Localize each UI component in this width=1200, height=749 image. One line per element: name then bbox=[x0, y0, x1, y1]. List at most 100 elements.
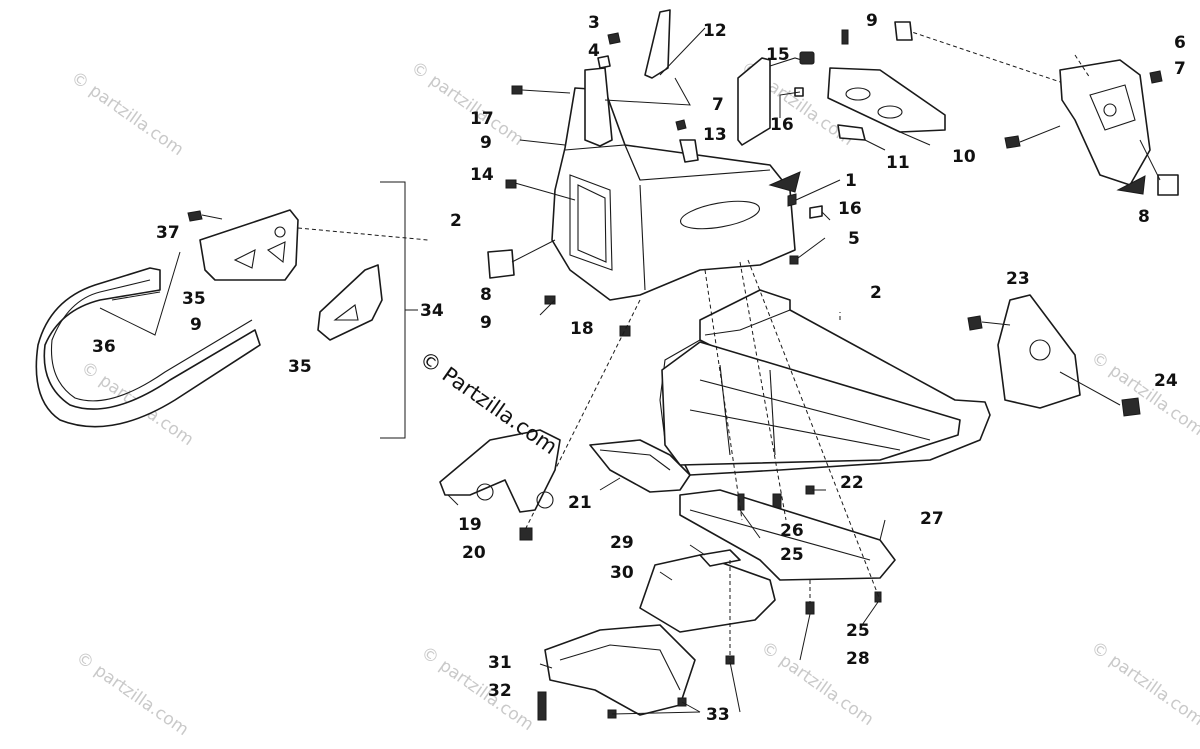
callout-1: 1 bbox=[845, 171, 857, 191]
callout-7: 7 bbox=[712, 95, 724, 115]
callout-14: 14 bbox=[470, 165, 494, 185]
callout-16: 16 bbox=[838, 199, 862, 219]
watermark-tile: © partzilla.com bbox=[407, 58, 527, 150]
callout-34: 34 bbox=[420, 301, 444, 321]
nut-7-right bbox=[1149, 70, 1163, 84]
callout-26: 26 bbox=[780, 521, 804, 541]
front-frame-assembly bbox=[439, 259, 1141, 721]
clip-16-right bbox=[809, 205, 823, 219]
screw-3 bbox=[607, 32, 621, 45]
callout-17: 17 bbox=[470, 109, 494, 129]
callout-2: 2 bbox=[450, 211, 462, 231]
watermark-tile: © partzilla.com bbox=[67, 68, 187, 160]
callout-2: 2 bbox=[870, 283, 882, 303]
callout-9: 9 bbox=[480, 133, 492, 153]
connector-15 bbox=[799, 51, 815, 65]
nut-20 bbox=[519, 527, 533, 541]
spindle-21 bbox=[589, 439, 691, 493]
bolt-24 bbox=[1121, 397, 1141, 417]
callout-35: 35 bbox=[182, 289, 206, 309]
arrow-marker-right bbox=[1116, 175, 1146, 195]
bolt-17 bbox=[511, 85, 523, 95]
callout-28: 28 bbox=[846, 649, 870, 669]
callout-9: 9 bbox=[866, 11, 878, 31]
bolt-18 bbox=[619, 325, 631, 337]
skid-plate-27 bbox=[679, 489, 896, 581]
bumper-bracket-upper bbox=[199, 209, 299, 281]
clip-1 bbox=[787, 193, 797, 207]
right-bracket-assembly bbox=[894, 21, 1179, 196]
bracket-6 bbox=[1059, 59, 1151, 186]
assembly-bracket-34 bbox=[380, 181, 406, 439]
screw-14 bbox=[505, 179, 517, 189]
callout-25: 25 bbox=[780, 545, 804, 565]
callout-31: 31 bbox=[488, 653, 512, 673]
callout-11: 11 bbox=[886, 153, 910, 173]
guard-31 bbox=[544, 624, 696, 716]
bulkhead-assembly bbox=[487, 9, 946, 337]
callout-37: 37 bbox=[156, 223, 180, 243]
bumper-bracket-lower bbox=[317, 264, 383, 341]
callout-21: 21 bbox=[568, 493, 592, 513]
plate-10 bbox=[827, 67, 946, 133]
frame-crossmember bbox=[661, 341, 961, 466]
mount-plate-12 bbox=[644, 9, 671, 79]
callout-7: 7 bbox=[1174, 59, 1186, 79]
harness-15 bbox=[737, 57, 771, 146]
callout-3: 3 bbox=[588, 13, 600, 33]
callout-9: 9 bbox=[190, 315, 202, 335]
bumper-8-right bbox=[1157, 174, 1179, 196]
front-bumper bbox=[35, 267, 261, 428]
callout-5: 5 bbox=[848, 229, 860, 249]
callout-36: 36 bbox=[92, 337, 116, 357]
screw-9-top bbox=[841, 29, 849, 45]
callout-19: 19 bbox=[458, 515, 482, 535]
watermark-tile: © partzilla.com bbox=[417, 643, 537, 735]
bracket-13 bbox=[679, 139, 699, 163]
arrow-marker-center bbox=[768, 171, 801, 193]
watermark-tile: © partzilla.com bbox=[1087, 638, 1200, 730]
callout-25: 25 bbox=[846, 621, 870, 641]
callout-32: 32 bbox=[488, 681, 512, 701]
bracket-11 bbox=[837, 124, 866, 141]
callout-20: 20 bbox=[462, 543, 486, 563]
nut-4 bbox=[597, 55, 611, 69]
bolt-right bbox=[1004, 135, 1021, 149]
callout-6: 6 bbox=[1174, 33, 1186, 53]
callout-23: 23 bbox=[1006, 269, 1030, 289]
callout-13: 13 bbox=[703, 125, 727, 145]
bumper-assembly bbox=[35, 181, 429, 439]
screw-28 bbox=[805, 601, 815, 615]
callout-27: 27 bbox=[920, 509, 944, 529]
bar-top-right bbox=[894, 21, 913, 41]
callout-12: 12 bbox=[703, 21, 727, 41]
callout-16: 16 bbox=[770, 115, 794, 135]
watermark-tile: © partzilla.com bbox=[72, 648, 192, 740]
callout-10: 10 bbox=[952, 147, 976, 167]
callout-29: 29 bbox=[610, 533, 634, 553]
bolt-18b bbox=[544, 295, 556, 305]
callout-8: 8 bbox=[480, 285, 492, 305]
callout-33: 33 bbox=[706, 705, 730, 725]
steering-support bbox=[584, 67, 613, 147]
callout-8: 8 bbox=[1138, 207, 1150, 227]
bolt-37 bbox=[187, 210, 203, 222]
callout-18: 18 bbox=[570, 319, 594, 339]
callout-9: 9 bbox=[480, 313, 492, 333]
callout-4: 4 bbox=[588, 41, 600, 61]
callout-24: 24 bbox=[1154, 371, 1178, 391]
nut-5 bbox=[789, 255, 799, 265]
callout-labels: 1 2 2 3 4 5 6 7 7 8 8 9 9 9 9 10 11 12 1… bbox=[92, 11, 1186, 725]
nut-22 bbox=[805, 485, 815, 495]
nut-7 bbox=[675, 119, 687, 131]
watermark-tile: © partzilla.com bbox=[1087, 348, 1200, 440]
skid-plate-30 bbox=[639, 554, 776, 633]
bulkhead-frame bbox=[551, 87, 796, 301]
callout-35: 35 bbox=[288, 357, 312, 377]
nut-23 bbox=[967, 315, 983, 331]
callout-22: 22 bbox=[840, 473, 864, 493]
side-plate-23 bbox=[997, 294, 1081, 409]
callout-30: 30 bbox=[610, 563, 634, 583]
bumper-8-left bbox=[487, 249, 515, 279]
